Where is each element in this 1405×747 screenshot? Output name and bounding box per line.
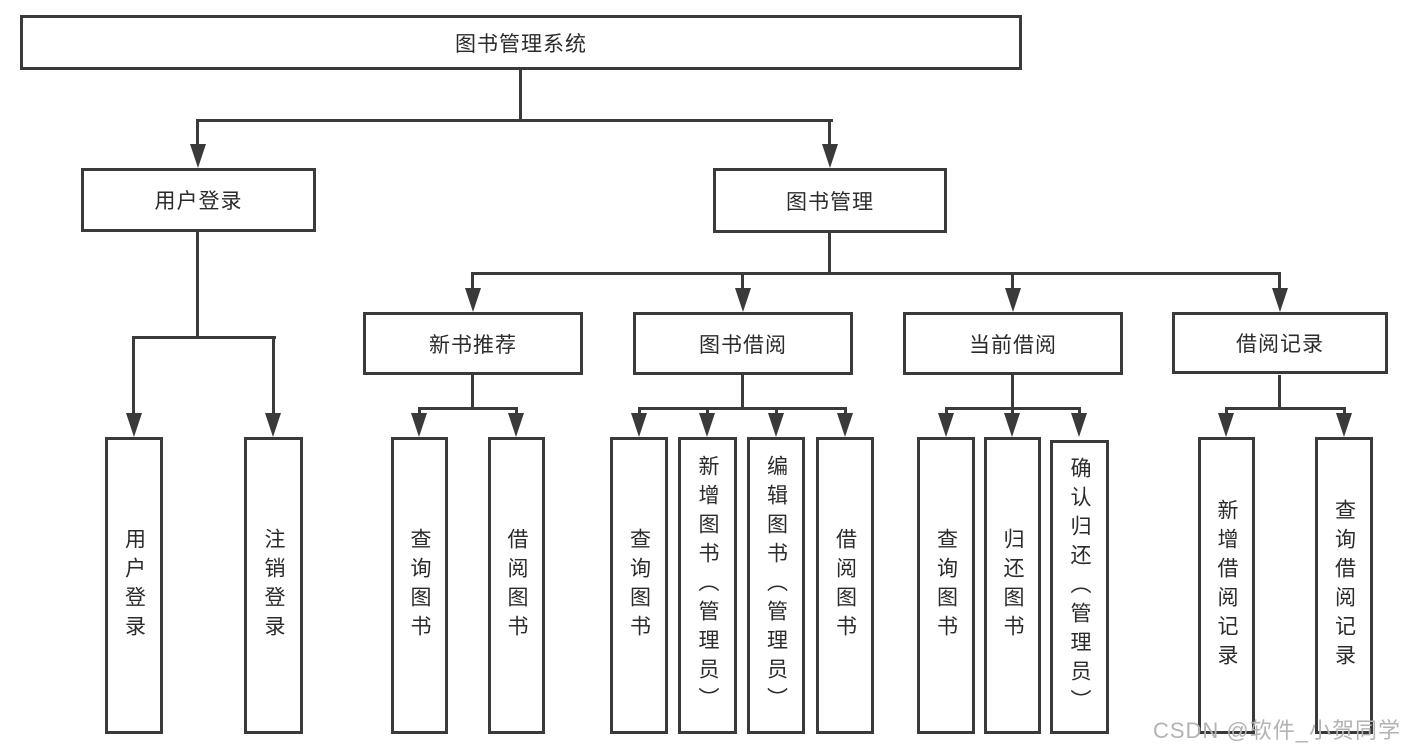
connector-line <box>844 407 847 416</box>
node-leaf-query-borrow-record: 查询借阅记录 <box>1315 437 1373 734</box>
csdn-watermark: CSDN @软件_小贺同学 <box>1152 718 1401 743</box>
node-leaf-borrow-books-2: 借阅图书 <box>816 437 874 734</box>
node-label: 查询图书 <box>934 527 958 644</box>
arrowhead-down <box>508 413 524 437</box>
connector-line <box>706 407 709 416</box>
node-label: 新增图书（管理员） <box>696 455 719 716</box>
arrowhead-down <box>126 413 142 437</box>
connector-line <box>197 119 833 122</box>
node-label: 当前借阅 <box>969 333 1057 357</box>
connector-line <box>828 233 831 275</box>
arrowhead-down <box>822 144 838 168</box>
arrowhead-down <box>465 288 481 312</box>
node-book-management: 图书管理 <box>713 168 947 233</box>
connector-line <box>1343 407 1346 416</box>
node-label: 注销登录 <box>262 527 285 644</box>
arrowhead-down <box>411 413 427 437</box>
connector-line <box>1011 272 1014 290</box>
node-label: 借阅记录 <box>1236 333 1324 356</box>
arrowhead-down <box>190 144 206 168</box>
arrowhead-down <box>1071 413 1087 437</box>
connector-line <box>196 232 199 339</box>
node-label: 借阅图书 <box>505 527 528 644</box>
node-current-borrowing: 当前借阅 <box>903 312 1123 375</box>
arrowhead-down <box>1004 413 1020 437</box>
connector-line <box>638 407 641 416</box>
node-leaf-add-borrow-record: 新增借阅记录 <box>1198 437 1255 734</box>
connector-line <box>1011 407 1014 416</box>
node-leaf-logout: 注销登录 <box>244 437 303 734</box>
connector-line <box>471 272 1281 275</box>
connector-line <box>945 407 948 416</box>
connector-line <box>418 407 518 410</box>
node-leaf-borrow-books-1: 借阅图书 <box>488 437 545 734</box>
node-book-borrowing: 图书借阅 <box>633 312 853 375</box>
connector-line <box>1078 407 1081 416</box>
node-label: 新书推荐 <box>429 333 517 357</box>
arrowhead-down <box>699 413 715 437</box>
node-leaf-user-login: 用户登录 <box>105 437 163 734</box>
connector-line <box>133 336 276 339</box>
node-borrowing-records: 借阅记录 <box>1172 312 1388 374</box>
node-label: 查询图书 <box>627 527 651 644</box>
connector-line <box>515 407 518 416</box>
connector-line <box>471 375 474 410</box>
node-label: 确认归还（管理员） <box>1068 456 1091 718</box>
connector-line <box>418 407 421 416</box>
arrowhead-down <box>1272 288 1288 312</box>
connector-line <box>828 119 831 147</box>
node-label: 图书管理 <box>786 190 874 214</box>
node-label: 图书借阅 <box>699 333 787 357</box>
connector-line <box>196 119 199 147</box>
arrowhead-down <box>938 413 954 437</box>
arrowhead-down <box>837 413 853 437</box>
node-label: 借阅图书 <box>833 527 857 644</box>
connector-line <box>132 336 135 414</box>
arrowhead-down <box>265 413 281 437</box>
arrowhead-down <box>1336 413 1352 437</box>
connector-line <box>1278 375 1281 410</box>
node-leaf-return-books: 归还图书 <box>984 437 1041 734</box>
node-leaf-add-books-admin: 新增图书（管理员） <box>678 437 737 734</box>
node-label: 用户登录 <box>154 190 243 213</box>
node-library-management-system: 图书管理系统 <box>20 15 1022 70</box>
node-label: 新增借阅记录 <box>1215 498 1238 673</box>
connector-line <box>471 272 474 290</box>
connector-line <box>638 407 847 410</box>
connector-line <box>1225 407 1345 410</box>
node-label: 归还图书 <box>1001 527 1024 644</box>
arrowhead-down <box>735 288 751 312</box>
arrowhead-down <box>768 413 784 437</box>
node-new-book-recommendation: 新书推荐 <box>363 312 583 375</box>
node-label: 查询借阅记录 <box>1332 498 1356 673</box>
connector-line <box>741 272 744 290</box>
node-leaf-edit-books-admin: 编辑图书（管理员） <box>747 437 805 734</box>
arrowhead-down <box>1005 288 1021 312</box>
node-leaf-query-books-1: 查询图书 <box>391 437 448 734</box>
connector-line <box>1225 407 1228 416</box>
arrowhead-down <box>631 413 647 437</box>
connector-line <box>272 336 275 414</box>
connector-line <box>1278 272 1281 290</box>
node-label: 编辑图书（管理员） <box>764 455 788 716</box>
connector-line <box>741 375 744 410</box>
connector-line <box>519 70 522 120</box>
node-user-login: 用户登录 <box>81 168 316 232</box>
node-leaf-query-books-3: 查询图书 <box>917 437 975 734</box>
connector-line <box>1011 375 1014 410</box>
arrowhead-down <box>1218 413 1234 437</box>
node-leaf-query-books-2: 查询图书 <box>610 437 668 734</box>
node-label: 图书管理系统 <box>455 32 587 56</box>
node-label: 查询图书 <box>408 527 431 644</box>
node-leaf-confirm-return-admin: 确认归还（管理员） <box>1050 440 1109 734</box>
connector-line <box>775 407 778 416</box>
node-label: 用户登录 <box>122 527 146 644</box>
